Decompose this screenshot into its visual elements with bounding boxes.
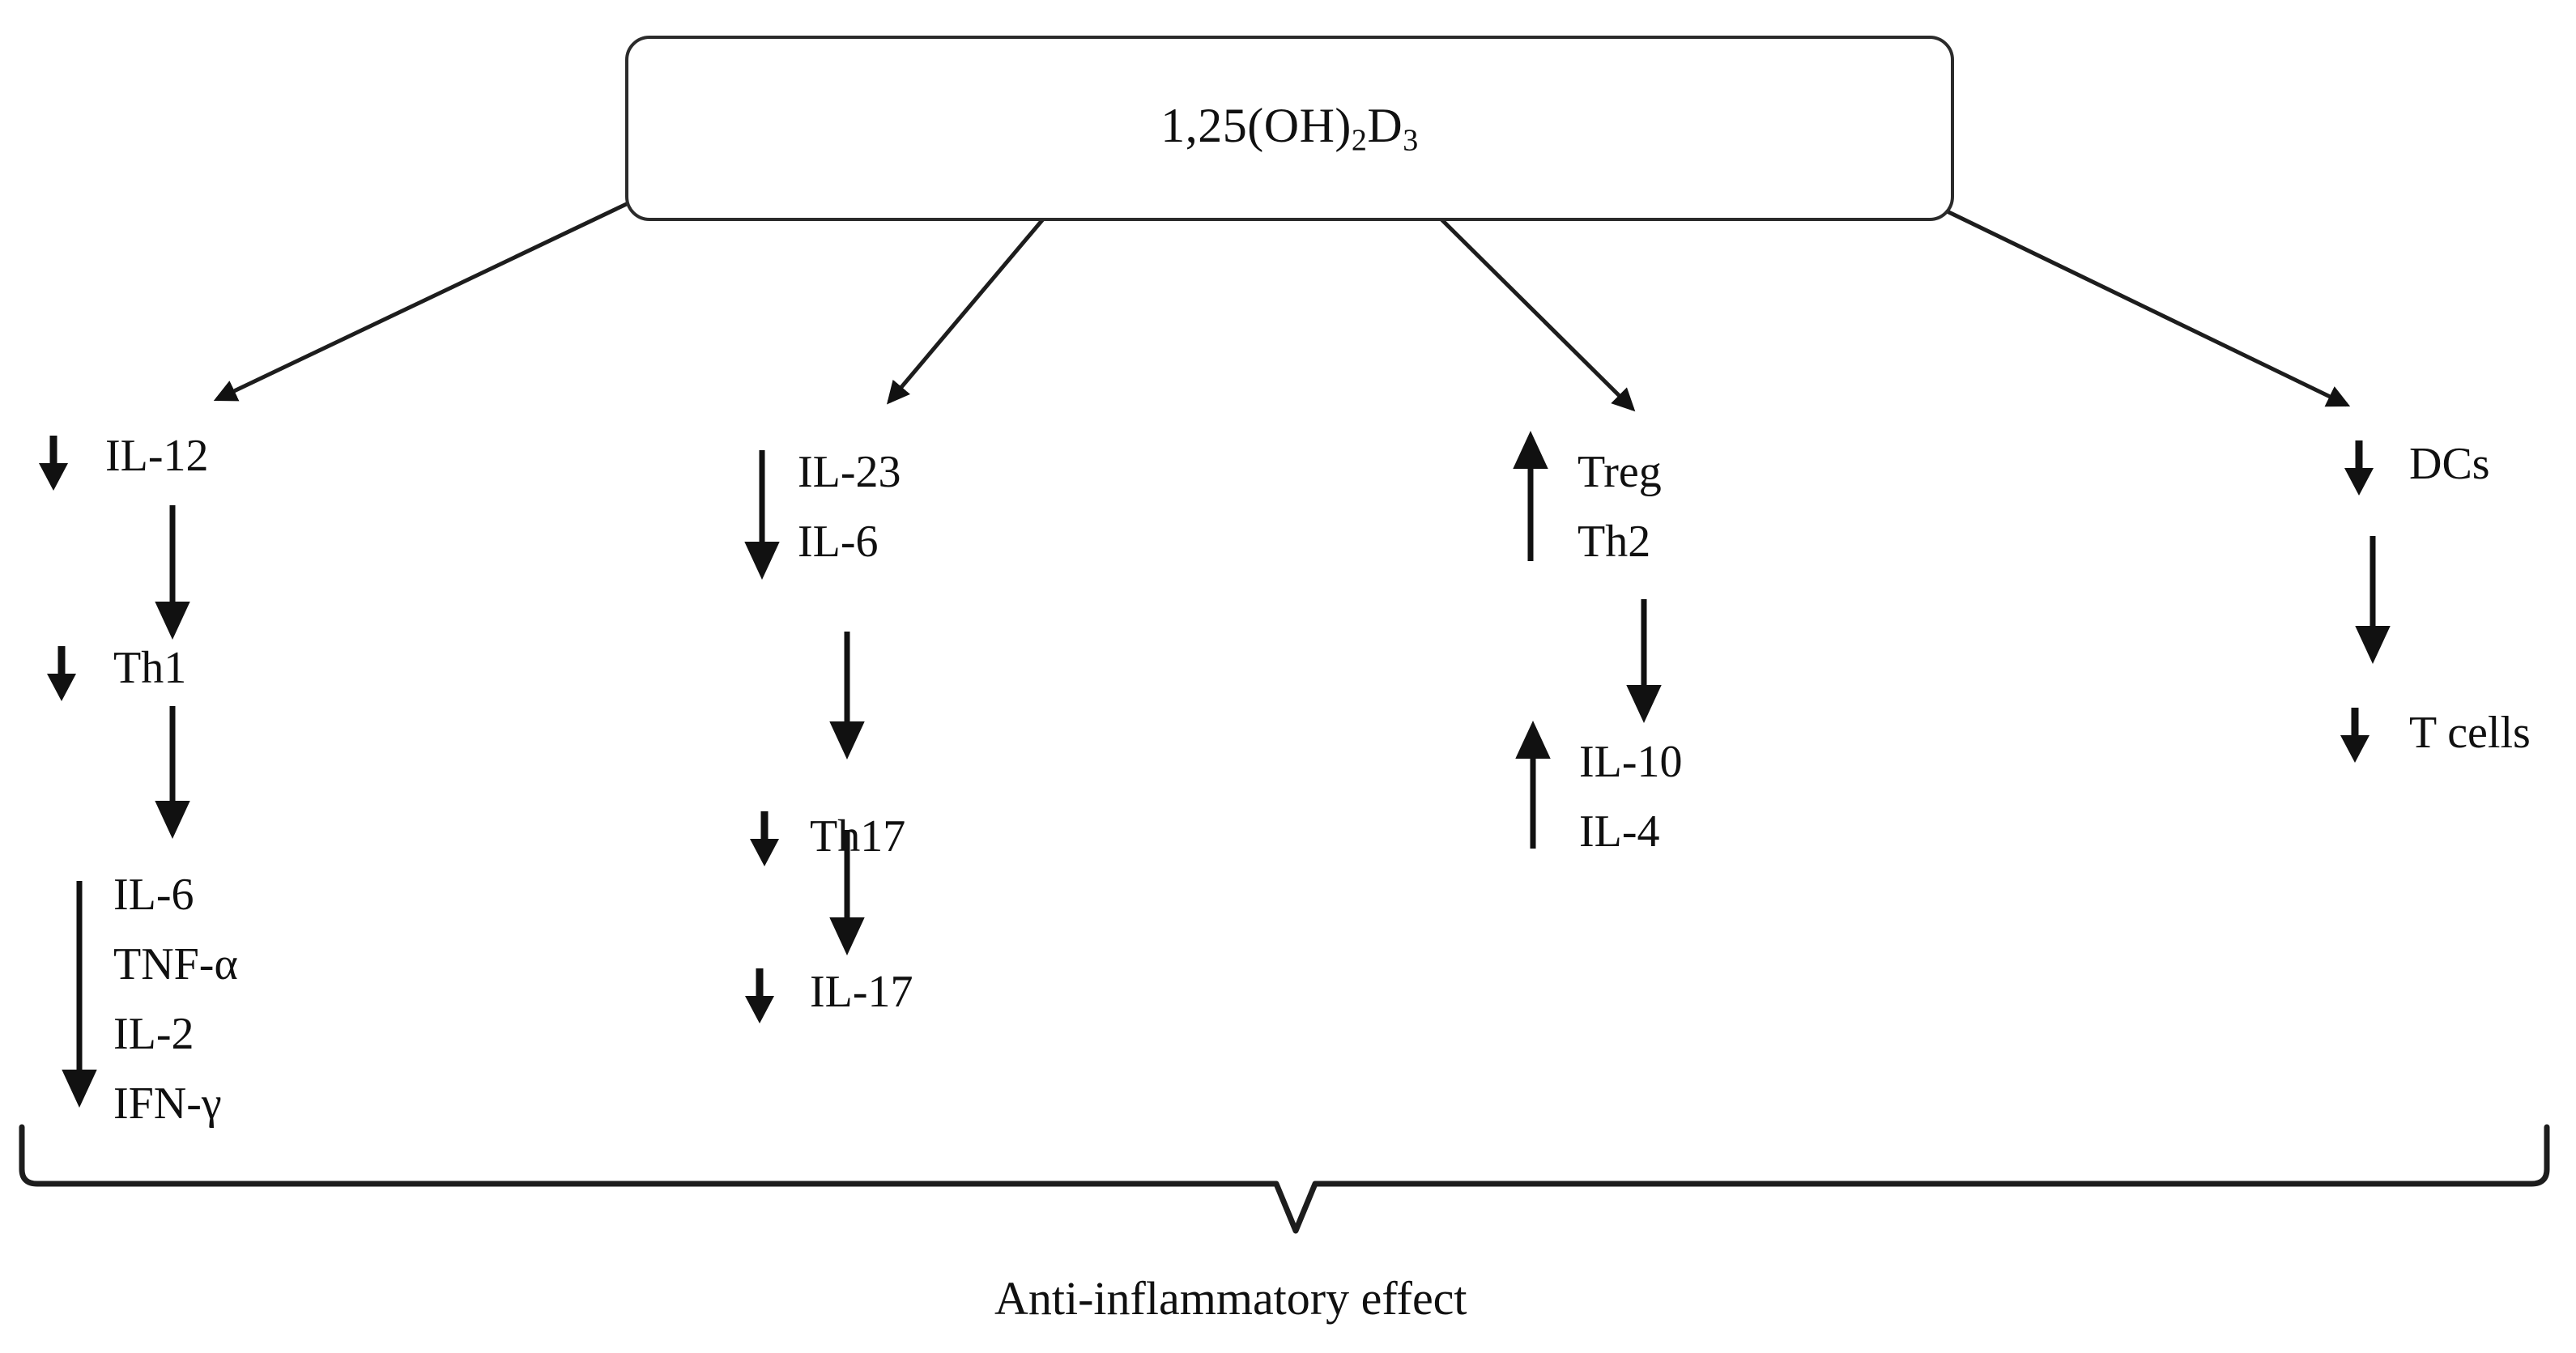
connector-box-to-treg bbox=[1436, 214, 1636, 412]
term-il12-cytokines[interactable]: IL-6 TNF-α IL-2 IFN-γ bbox=[113, 860, 238, 1138]
down-arrow-icon-il17 bbox=[745, 968, 774, 1023]
down-arrow-icon-il12 bbox=[39, 436, 68, 491]
node-vitamin-d-mid: D bbox=[1367, 99, 1403, 153]
down-arrow-icon-th1 bbox=[47, 646, 76, 701]
term-dcs[interactable]: DCs bbox=[2409, 437, 2490, 491]
down-arrow-icon-tcells bbox=[2340, 708, 2369, 763]
node-vitamin-d-sub2: 3 bbox=[1403, 123, 1419, 158]
term-il2: IL-2 bbox=[113, 1009, 194, 1059]
term-th17[interactable]: Th17 bbox=[810, 810, 905, 863]
term-th1-label: Th1 bbox=[113, 643, 187, 693]
term-il12[interactable]: IL-12 bbox=[105, 429, 209, 483]
term-il6-b: IL-6 bbox=[798, 517, 879, 567]
term-treg-th2[interactable]: Treg Th2 bbox=[1578, 437, 1662, 577]
term-il10-il4[interactable]: IL-10 IL-4 bbox=[1579, 727, 1683, 866]
down-arrow-icon-dcs bbox=[2344, 440, 2374, 496]
term-th1[interactable]: Th1 bbox=[113, 641, 186, 695]
term-th2-label: Th2 bbox=[1578, 517, 1651, 567]
connector-box-to-dcs bbox=[1937, 205, 2351, 407]
term-dcs-label: DCs bbox=[2409, 439, 2490, 489]
term-th17-label: Th17 bbox=[810, 811, 906, 862]
term-il23-il6[interactable]: IL-23 IL-6 bbox=[798, 437, 901, 577]
term-tcells-label: T cells bbox=[2409, 708, 2531, 758]
node-vitamin-d[interactable]: 1,25(OH)2D3 bbox=[625, 36, 1954, 221]
summary-caption: Anti-inflammatory effect bbox=[994, 1272, 1467, 1325]
term-tnfa: TNF-α bbox=[113, 939, 238, 989]
summary-brace bbox=[19, 1124, 2550, 1234]
term-treg-label: Treg bbox=[1578, 447, 1662, 497]
node-vitamin-d-main: 1,25(OH) bbox=[1160, 99, 1352, 153]
connector-box-to-il12 bbox=[213, 198, 635, 402]
term-il17[interactable]: IL-17 bbox=[810, 965, 913, 1019]
node-vitamin-d-label: 1,25(OH)2D3 bbox=[1160, 98, 1418, 159]
term-tcells[interactable]: T cells bbox=[2409, 706, 2531, 759]
term-il23-label: IL-23 bbox=[798, 447, 901, 497]
term-il10-label: IL-10 bbox=[1579, 737, 1683, 787]
term-ifng: IFN-γ bbox=[113, 1079, 222, 1129]
connector-box-to-il23 bbox=[887, 214, 1048, 405]
term-il12-label: IL-12 bbox=[105, 431, 209, 481]
term-il17-label: IL-17 bbox=[810, 967, 913, 1017]
node-vitamin-d-sub1: 2 bbox=[1351, 123, 1368, 158]
term-il6-a: IL-6 bbox=[113, 870, 194, 920]
down-arrow-icon-th17 bbox=[750, 811, 779, 866]
term-il4-label: IL-4 bbox=[1579, 806, 1660, 857]
